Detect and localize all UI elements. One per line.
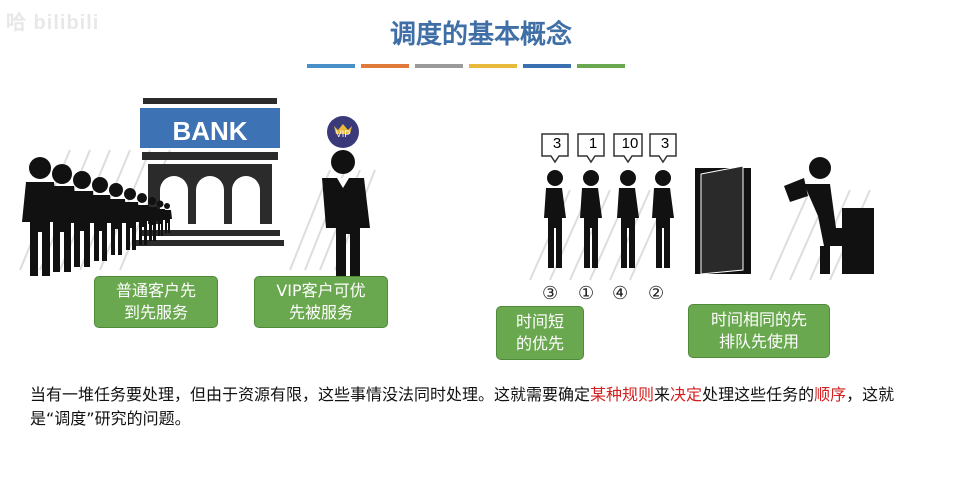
- bubble-number: 10: [621, 135, 639, 152]
- highlight-rule: 某种规则: [590, 385, 655, 404]
- stripe: [307, 64, 355, 68]
- callout-line: 普通客户先: [115, 281, 196, 300]
- people-queue-icon: [22, 157, 172, 276]
- callout-line: 先被服务: [288, 303, 353, 322]
- callout-vip-customer: VIP客户可优 先被服务: [254, 276, 388, 328]
- callout-line: 排队先使用: [718, 332, 799, 351]
- wait-time-bubbles: [541, 133, 677, 164]
- slide-title: 调度的基本概念: [389, 20, 572, 50]
- description-text: 处理这些任务的: [702, 385, 815, 404]
- bank-sign-text: BANK: [172, 116, 247, 146]
- bilibili-watermark: 哈 bilibili: [6, 12, 100, 34]
- callout-line: VIP客户可优: [276, 281, 366, 300]
- waiting-people-icon: [544, 170, 674, 268]
- callout-normal-customer: 普通客户先 到先服务: [94, 276, 218, 328]
- callout-line: 到先服务: [123, 303, 188, 322]
- stripe: [415, 64, 463, 68]
- stripe: [361, 64, 409, 68]
- highlight-order: 顺序: [814, 385, 847, 404]
- stripe: [577, 64, 625, 68]
- stripe: [523, 64, 571, 68]
- vip-badge-text: VIP: [336, 129, 351, 139]
- highlight-decide: 决定: [670, 385, 703, 404]
- toilet-queue-illustration: [529, 133, 874, 281]
- description-text: 来: [654, 385, 671, 404]
- callout-same-time: 时间相同的先 排队先使用: [688, 304, 830, 358]
- door-icon: [695, 165, 751, 275]
- bubble-number: 3: [552, 135, 562, 152]
- description-text: ，这就是“调度”研究的问题。: [30, 385, 895, 428]
- bubble-number: 1: [588, 135, 598, 152]
- callout-line: 的优先: [515, 334, 564, 353]
- order-number: ②: [648, 283, 665, 304]
- vip-person-icon: [322, 116, 370, 280]
- title-underline-stripes: [307, 64, 625, 68]
- order-number: ③: [542, 283, 559, 304]
- callout-short-time: 时间短 的优先: [496, 306, 584, 360]
- bank-building-icon: [136, 98, 284, 246]
- order-number: ①: [578, 283, 595, 304]
- description-text: 当有一堆任务要处理，但由于资源有限，这些事情没法同时处理。这就需要确定: [30, 385, 591, 404]
- stripe: [469, 64, 517, 68]
- callout-line: 时间相同的先: [710, 310, 807, 329]
- callout-line: 时间短: [515, 312, 564, 331]
- bank-queue-illustration: BANK VIP: [19, 98, 376, 280]
- bubble-number: 3: [660, 135, 670, 152]
- order-number: ④: [612, 283, 629, 304]
- toilet-user-icon: [784, 157, 874, 274]
- description-paragraph: 当有一堆任务要处理，但由于资源有限，这些事情没法同时处理。这就需要确定某种规则来…: [30, 383, 930, 431]
